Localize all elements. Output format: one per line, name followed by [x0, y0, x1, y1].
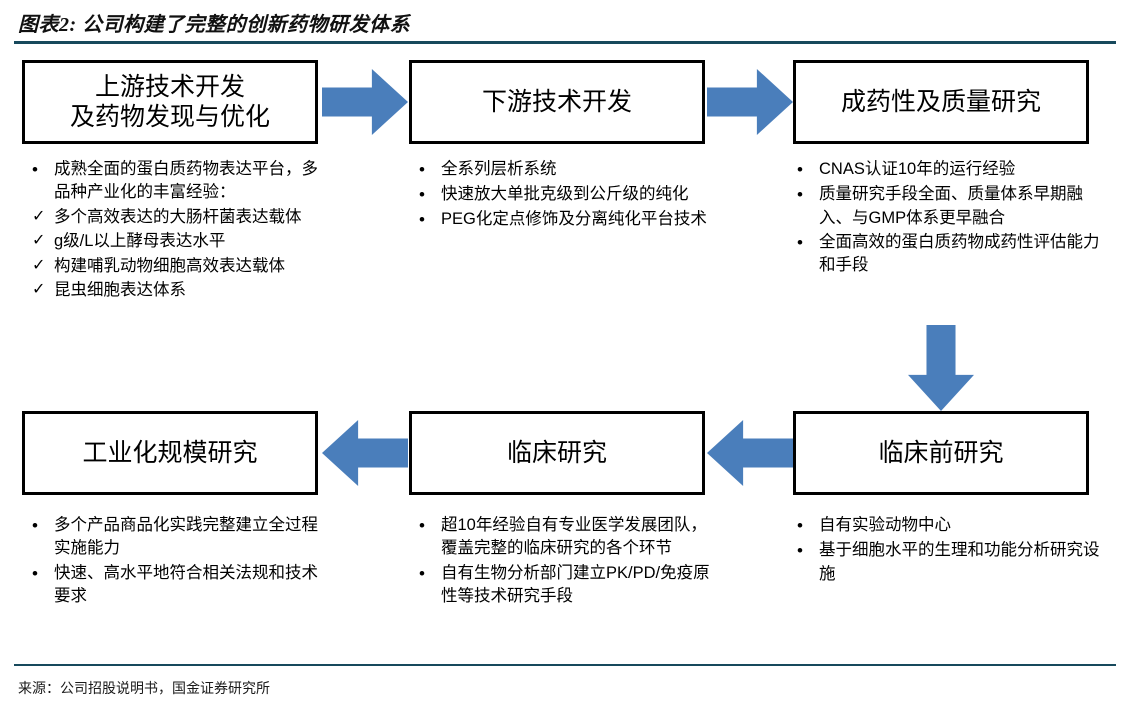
list-item-label: 多个高效表达的大肠杆菌表达载体 — [54, 207, 302, 226]
list-item-label: 快速放大单批克级到公斤级的纯化 — [441, 185, 689, 204]
bullet-dot-icon: • — [797, 516, 803, 535]
stage-title-upstream: 上游技术开发 及药物发现与优化 — [69, 72, 270, 132]
list-item-label: 构建哺乳动物细胞高效表达载体 — [54, 256, 285, 275]
list-item: ✓ 构建哺乳动物细胞高效表达载体 — [28, 255, 328, 278]
list-item: ✓ 昆虫细胞表达体系 — [28, 279, 328, 302]
list-item: ✓ g级/L以上酵母表达水平 — [28, 230, 328, 253]
footer-divider — [14, 664, 1116, 666]
list-item-label: 快速、高水平地符合相关法规和技术要求 — [54, 563, 318, 606]
list-item-label: 昆虫细胞表达体系 — [54, 281, 186, 300]
arrow-down-icon-druggability-to-preclinical — [908, 325, 974, 411]
check-icon: ✓ — [32, 232, 46, 250]
bullet-dot-icon: • — [32, 563, 38, 583]
bullet-list-industrial: • 多个产品商品化实践完整建立全过程实施能力 • 快速、高水平地符合相关法规和技术要求 — [28, 514, 328, 610]
bullet-list-preclinical: • 自有实验动物中心 • 基于细胞水平的生理和功能分析研究设施 — [793, 514, 1105, 587]
bullet-dot-icon: • — [32, 516, 38, 535]
list-item: • 超10年经验自有专业医学发展团队，覆盖完整的临床研究的各个环节 — [415, 514, 720, 561]
list-item: • 全系列层析系统 — [415, 158, 720, 182]
title-divider — [14, 41, 1116, 44]
bullet-list-clinical: • 超10年经验自有专业医学发展团队，覆盖完整的临床研究的各个环节 • 自有生物分析部… — [415, 514, 720, 610]
list-item-label: 基于细胞水平的生理和功能分析研究设施 — [819, 541, 1100, 583]
list-item-label: 成熟全面的蛋白质药物表达平台，多品种产业化的丰富经验： — [54, 160, 318, 202]
bullet-list-druggability: • CNAS认证10年的运行经验 • 质量研究手段全面、质量体系早期融入、与GMP体系… — [793, 158, 1105, 279]
arrow-right-icon-upstream-to-downstream — [322, 69, 408, 135]
list-item: • 全面高效的蛋白质药物成药性评估能力和手段 — [793, 231, 1105, 278]
bullet-dot-icon: • — [419, 563, 425, 583]
list-item-label: 自有实验动物中心 — [819, 516, 951, 534]
list-item: • 多个产品商品化实践完整建立全过程实施能力 — [28, 514, 328, 561]
check-icon: ✓ — [32, 207, 46, 225]
stage-box-upstream: 上游技术开发 及药物发现与优化 — [22, 60, 318, 144]
list-item: • PEG化定点修饰及分离纯化平台技术 — [415, 208, 720, 232]
bullet-dot-icon: • — [419, 185, 425, 205]
stage-title-preclinical: 临床前研究 — [878, 438, 1004, 467]
list-item-label: CNAS认证10年的运行经验 — [819, 160, 1016, 178]
page-title: 图表2: 公司构建了完整的创新药物研发体系 — [18, 14, 411, 36]
list-item: • CNAS认证10年的运行经验 — [793, 158, 1105, 182]
list-item: • 自有实验动物中心 — [793, 514, 1105, 538]
bullet-dot-icon: • — [797, 160, 803, 179]
list-item-label: 全系列层析系统 — [441, 160, 557, 178]
list-item: ✓ 多个高效表达的大肠杆菌表达载体 — [28, 206, 328, 229]
list-item-label: 全面高效的蛋白质药物成药性评估能力和手段 — [819, 232, 1100, 275]
list-item: • 快速放大单批克级到公斤级的纯化 — [415, 183, 720, 207]
list-item: • 质量研究手段全面、质量体系早期融入、与GMP体系更早融合 — [793, 183, 1105, 230]
arrow-left-icon-clinical-to-industrial — [322, 420, 408, 486]
bullet-dot-icon: • — [32, 160, 38, 179]
list-item: • 快速、高水平地符合相关法规和技术要求 — [28, 562, 328, 609]
list-item-label: 超10年经验自有专业医学发展团队，覆盖完整的临床研究的各个环节 — [441, 516, 707, 558]
check-icon: ✓ — [32, 256, 46, 274]
bullet-list-downstream: • 全系列层析系统 • 快速放大单批克级到公斤级的纯化 • PEG化定点修饰及分离纯化平台… — [415, 158, 720, 233]
list-item-label: 自有生物分析部门建立PK/PD/免疫原性等技术研究手段 — [441, 563, 710, 606]
check-icon: ✓ — [32, 281, 46, 299]
stage-title-downstream: 下游技术开发 — [481, 87, 632, 116]
stage-box-preclinical: 临床前研究 — [793, 411, 1089, 495]
bullet-dot-icon: • — [419, 210, 425, 230]
stage-box-downstream: 下游技术开发 — [409, 60, 705, 144]
stage-title-druggability: 成药性及质量研究 — [840, 87, 1041, 116]
source-note: 来源：公司招股说明书，国金证券研究所 — [18, 682, 270, 697]
bullet-dot-icon: • — [797, 541, 803, 561]
list-item: • 自有生物分析部门建立PK/PD/免疫原性等技术研究手段 — [415, 562, 720, 609]
stage-box-druggability: 成药性及质量研究 — [793, 60, 1089, 144]
list-item: • 基于细胞水平的生理和功能分析研究设施 — [793, 539, 1105, 586]
bullet-dot-icon: • — [797, 232, 803, 252]
bullet-dot-icon: • — [797, 185, 803, 205]
stage-title-industrial: 工业化规模研究 — [82, 438, 258, 467]
bullet-dot-icon: • — [419, 160, 425, 179]
list-item: • 成熟全面的蛋白质药物表达平台，多品种产业化的丰富经验： — [28, 158, 328, 205]
stage-box-clinical: 临床研究 — [409, 411, 705, 495]
list-item-label: PEG化定点修饰及分离纯化平台技术 — [441, 210, 707, 229]
bullet-list-upstream: • 成熟全面的蛋白质药物表达平台，多品种产业化的丰富经验： ✓ 多个高效表达的大肠杆菌… — [28, 158, 328, 304]
stage-title-clinical: 临床研究 — [506, 438, 607, 467]
list-item-label: 多个产品商品化实践完整建立全过程实施能力 — [54, 516, 318, 558]
arrow-left-icon-preclinical-to-clinical — [707, 420, 793, 486]
bullet-dot-icon: • — [419, 516, 425, 535]
stage-box-industrial: 工业化规模研究 — [22, 411, 318, 495]
list-item-label: g级/L以上酵母表达水平 — [54, 232, 226, 251]
arrow-right-icon-downstream-to-druggability — [707, 69, 793, 135]
list-item-label: 质量研究手段全面、质量体系早期融入、与GMP体系更早融合 — [819, 185, 1083, 227]
